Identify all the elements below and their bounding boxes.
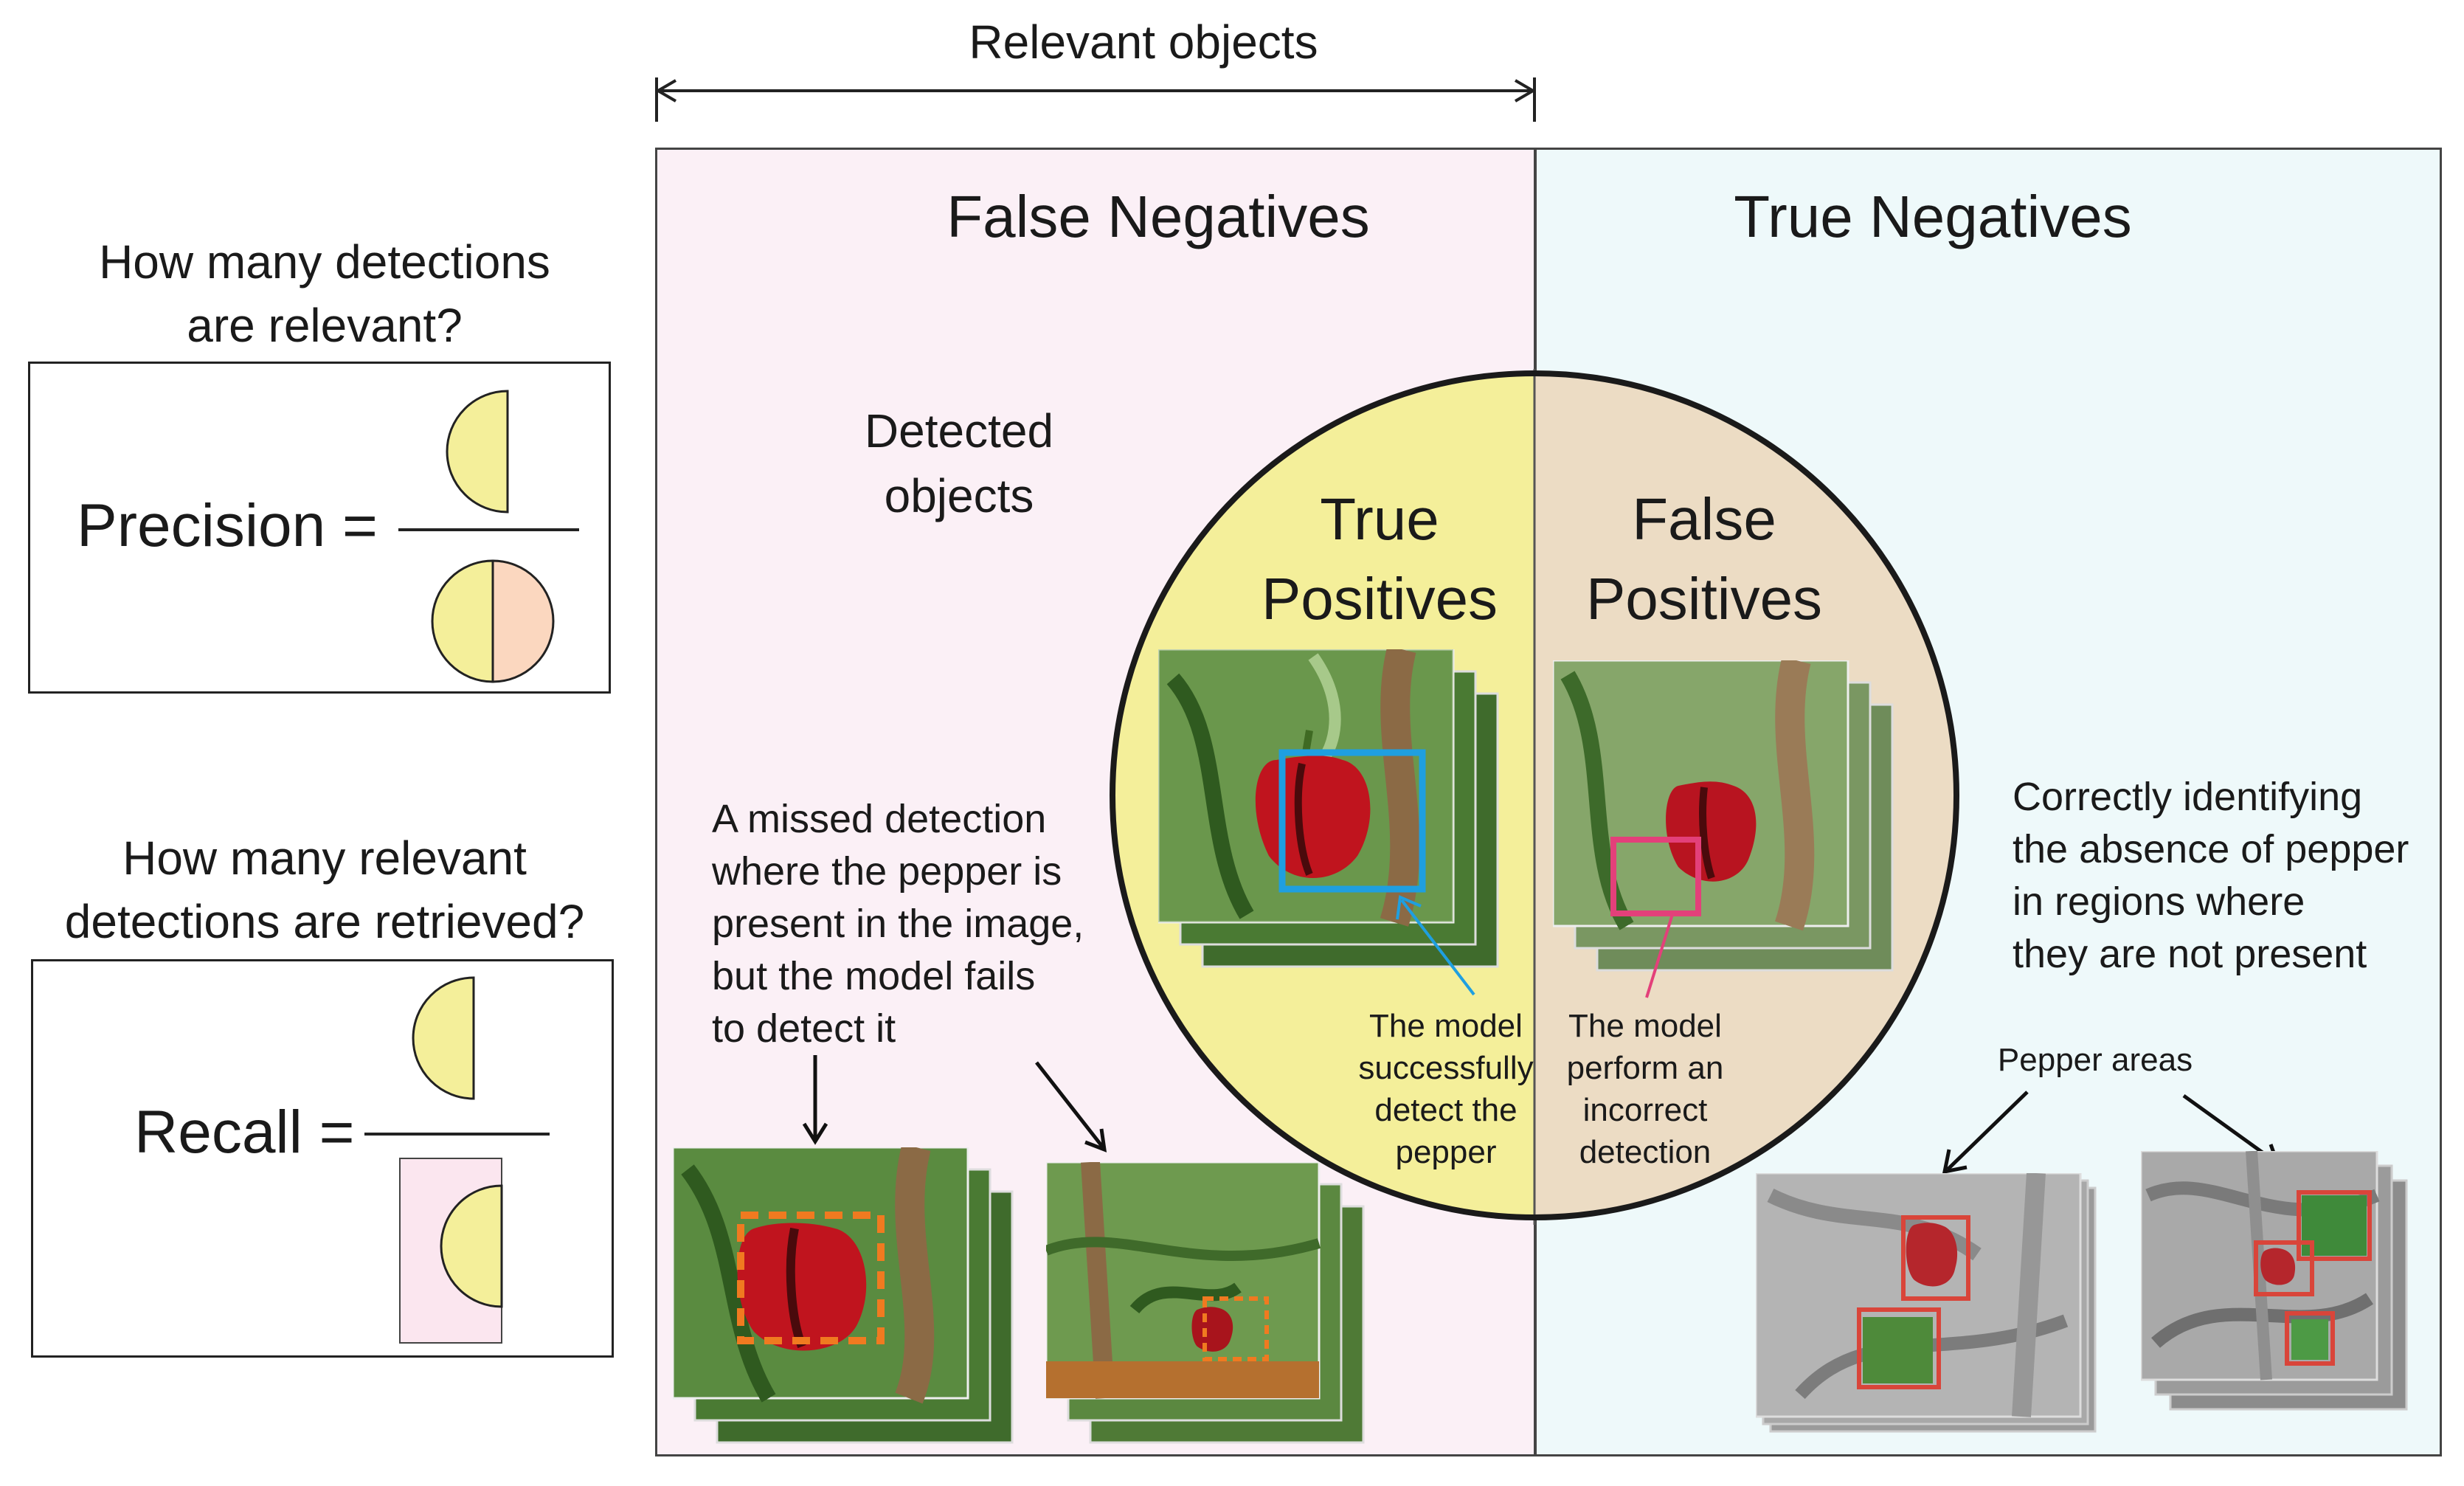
precision-fraction xyxy=(398,390,579,683)
split-circle-icon-right xyxy=(491,559,555,683)
pepper-photo-icon xyxy=(1158,649,1455,927)
missed-arrow-1 xyxy=(802,1055,828,1145)
half-circle-icon xyxy=(446,390,509,514)
pepper-photo-icon xyxy=(1756,1173,2082,1418)
detected-objects-label: Detected objects xyxy=(864,404,1054,522)
fn-pepper-photo-stack-2 xyxy=(1046,1162,1365,1444)
missed-arrow-2 xyxy=(1035,1061,1107,1152)
pepper-photo-icon xyxy=(1046,1162,1321,1400)
tp-caption: The model successfully detect the pepper xyxy=(1358,1008,1534,1170)
recall-fraction xyxy=(364,976,550,1344)
tn-pepper-photo-stack-1 xyxy=(1756,1173,2097,1433)
pepper-photo-icon xyxy=(2141,1151,2380,1381)
pepper-areas-arrow-1 xyxy=(1942,1091,2029,1175)
precision-label: Precision = xyxy=(77,492,378,559)
false-negatives-title: False Negatives xyxy=(947,184,1370,249)
false-positives-label: False Positives xyxy=(1585,486,1823,632)
pepper-photo-icon xyxy=(673,1147,969,1404)
true-positives-label: True Positives xyxy=(1261,486,1498,632)
tn-pepper-photo-stack-2 xyxy=(2141,1151,2408,1411)
fp-pointer-line xyxy=(1645,911,1675,998)
tp-pepper-photo-stack xyxy=(1158,649,1499,968)
relevant-objects-label: Relevant objects xyxy=(969,15,1318,69)
tp-arrow xyxy=(1396,895,1475,996)
relevant-objects-bracket xyxy=(655,77,1536,122)
half-circle-icon xyxy=(440,1184,503,1308)
fp-pepper-photo-stack xyxy=(1553,660,1894,972)
fp-caption: The model perform an incorrect detection xyxy=(1566,1008,1724,1170)
recall-label: Recall = xyxy=(134,1099,355,1166)
precision-question: How many detections are relevant? xyxy=(99,235,550,352)
fn-pepper-photo-stack-1 xyxy=(673,1147,1014,1444)
tn-caption: Correctly identifying the absence of pep… xyxy=(2013,775,2409,976)
recall-question: How many relevant detections are retriev… xyxy=(64,832,585,948)
pepper-areas-label: Pepper areas xyxy=(1997,1042,2193,1078)
half-circle-icon xyxy=(412,976,475,1100)
true-negatives-title: True Negatives xyxy=(1734,184,2132,249)
split-circle-icon-left xyxy=(431,559,494,683)
recall-box xyxy=(31,959,614,1358)
missed-detection-caption: A missed detection where the pepper is p… xyxy=(712,797,1084,1051)
